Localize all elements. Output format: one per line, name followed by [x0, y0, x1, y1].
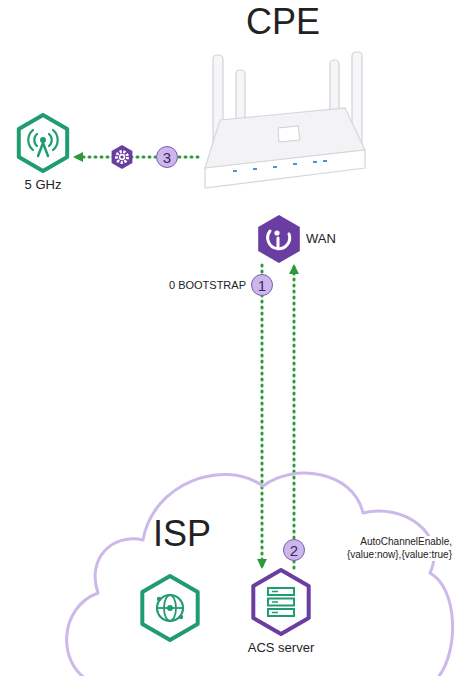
isp-heading: ISP: [153, 516, 211, 552]
acs-server-hexagon-icon: [240, 568, 322, 638]
gear-icon: [112, 145, 133, 169]
acs-server-label: ACS server: [248, 641, 314, 654]
callout-number: 1: [258, 278, 266, 293]
acs-server-node: ACS server: [240, 568, 322, 660]
callout-circle: 1: [251, 274, 273, 296]
cpe-heading: CPE: [246, 4, 320, 40]
dotted-arrow: [293, 265, 296, 568]
dotted-arrow: [74, 156, 198, 159]
cpe-router-node: CPE: [198, 0, 368, 205]
callout-number: 2: [290, 543, 298, 558]
callout-circle: 2: [283, 539, 305, 561]
wan-hexagon-icon: [256, 213, 302, 265]
edge-label: AutoChannelEnable, {value:now},{value:tr…: [304, 536, 452, 561]
band-label: 5 GHz: [25, 178, 62, 191]
isp-cloud-node: ISP ACS server: [58, 458, 454, 676]
callout-circle: 3: [156, 146, 178, 168]
dotted-arrow: [261, 265, 264, 568]
edge-label: 0 BOOTSTRAP: [140, 279, 246, 293]
wifi-band-node: 5 GHz: [12, 112, 74, 196]
network-hexagon-icon: [142, 576, 197, 640]
callout-number: 3: [163, 150, 171, 165]
wan-node: WAN: [256, 213, 340, 265]
wifi-hexagon-icon: [12, 112, 74, 176]
wan-label: WAN: [306, 232, 336, 245]
